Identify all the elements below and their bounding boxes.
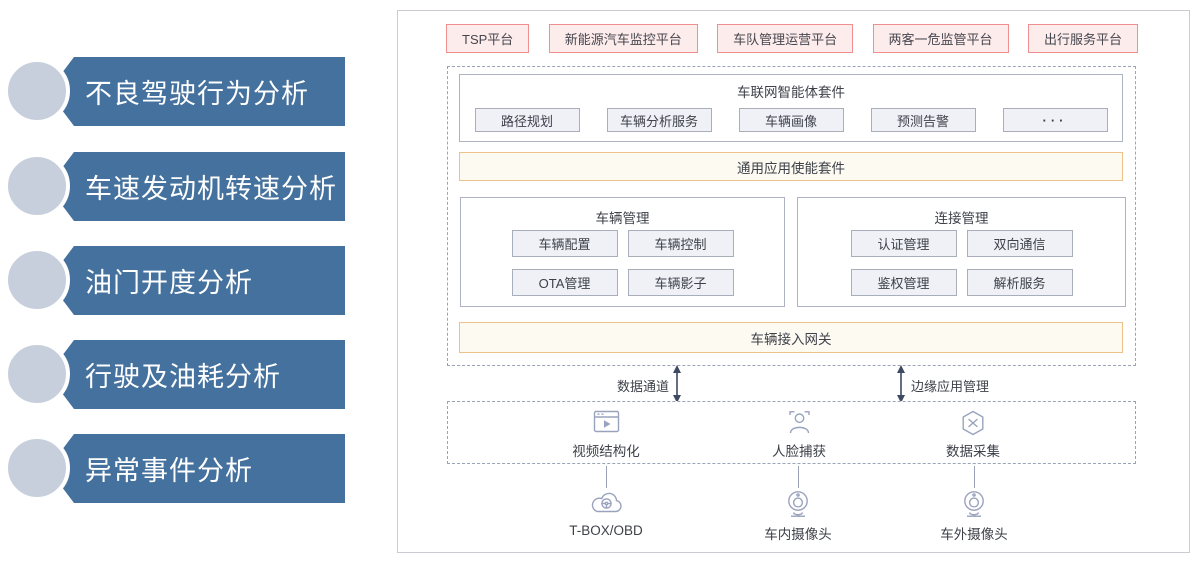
connection-mgmt-box: 连接管理 认证管理 双向通信 鉴权管理 解析服务 [797,197,1126,307]
edge-app-label: 视频结构化 [572,444,640,459]
architecture-diagram-panel: TSP平台 新能源汽车监控平台 车队管理运营平台 两客一危监管平台 出行服务平台… [397,10,1190,553]
vehicle-mgmt-box: 车辆管理 车辆配置 车辆控制 OTA管理 车辆影子 [460,197,785,307]
connector-line [974,466,975,488]
bullet-circle [4,247,70,313]
video-icon [546,410,666,436]
cloud-platform-group: 车联网智能体套件 路径规划 车辆分析服务 车辆画像 预测告警 ··· 通用应用使… [447,66,1136,366]
double-arrow-icon [896,365,906,403]
agent-item: 车辆画像 [738,108,844,132]
agent-item: 路径规划 [474,108,580,132]
gateway-bar: 车辆接入网关 [459,322,1123,353]
enable-suite-bar: 通用应用使能套件 [459,152,1123,181]
face-capture-icon [739,410,859,436]
camera-icon [728,489,868,520]
device-label: T-BOX/OBD [569,523,643,538]
connector-line [798,466,799,488]
list-item: 不良驾驶行为分析 [0,57,350,126]
device-label: 车外摄像头 [940,527,1008,542]
banner-label: 车速发动机转速分析 [85,174,337,204]
list-item: 异常事件分析 [0,434,350,503]
agent-suite-box: 车联网智能体套件 路径规划 车辆分析服务 车辆画像 预测告警 ··· [459,74,1123,142]
mgmt-item: 双向通信 [966,230,1073,257]
vehicle-mgmt-title: 车辆管理 [595,211,650,226]
agent-suite-title: 车联网智能体套件 [737,85,845,100]
analysis-banner: 油门开度分析 [48,246,345,315]
edge-app: 人脸捕获 [739,410,859,460]
mgmt-item: OTA管理 [511,269,618,296]
banner-label: 油门开度分析 [85,268,253,298]
data-channel-label: 数据通道 [616,379,669,394]
platform-box: 车队管理运营平台 [717,24,854,53]
edge-app: 视频结构化 [546,410,666,460]
edge-app: 数据采集 [913,410,1033,460]
mgmt-item: 车辆影子 [627,269,734,296]
agent-item-more: ··· [1002,108,1108,132]
bullet-circle [4,435,70,501]
connection-mgmt-items: 认证管理 双向通信 鉴权管理 解析服务 [798,230,1125,296]
device: 车外摄像头 [904,489,1044,543]
analysis-banner: 行驶及油耗分析 [48,340,345,409]
analysis-banner: 车速发动机转速分析 [48,152,345,221]
platform-box: 出行服务平台 [1027,24,1138,53]
connection-mgmt-title: 连接管理 [934,211,989,226]
camera-icon [904,489,1044,520]
banner-label: 行驶及油耗分析 [85,362,281,392]
edge-app-mgmt-label: 边缘应用管理 [911,379,990,394]
banner-label: 异常事件分析 [85,456,253,486]
mgmt-item: 解析服务 [966,269,1073,296]
list-item: 车速发动机转速分析 [0,152,350,221]
agent-suite-items: 路径规划 车辆分析服务 车辆画像 预测告警 ··· [460,108,1122,132]
mgmt-item: 车辆配置 [511,230,618,257]
agent-item: 车辆分析服务 [606,108,712,132]
platform-box: 新能源汽车监控平台 [548,24,698,53]
device: 车内摄像头 [728,489,868,543]
bullet-circle [4,58,70,124]
bullet-circle [4,341,70,407]
mgmt-item: 车辆控制 [627,230,734,257]
banner-label: 不良驾驶行为分析 [85,79,309,109]
bullet-circle [4,153,70,219]
list-item: 行驶及油耗分析 [0,340,350,409]
platform-box: TSP平台 [446,24,530,53]
agent-item: 预测告警 [870,108,976,132]
connector-line [606,466,607,488]
analysis-banner: 不良驾驶行为分析 [48,57,345,126]
edge-app-label: 人脸捕获 [772,444,826,459]
mgmt-item: 认证管理 [850,230,957,257]
vehicle-mgmt-items: 车辆配置 车辆控制 OTA管理 车辆影子 [461,230,784,296]
device-label: 车内摄像头 [764,527,832,542]
list-item: 油门开度分析 [0,246,350,315]
edge-app-label: 数据采集 [946,444,1000,459]
double-arrow-icon [672,365,682,403]
platform-box: 两客一危监管平台 [872,24,1009,53]
edge-apps-group: 视频结构化 人脸捕获 [447,401,1136,464]
device: T-BOX/OBD [536,489,676,538]
analysis-banner: 异常事件分析 [48,434,345,503]
tbox-cloud-icon [536,489,676,520]
data-collection-icon [913,410,1033,436]
platforms-row: TSP平台 新能源汽车监控平台 车队管理运营平台 两客一危监管平台 出行服务平台 [446,24,1138,53]
mgmt-item: 鉴权管理 [850,269,957,296]
